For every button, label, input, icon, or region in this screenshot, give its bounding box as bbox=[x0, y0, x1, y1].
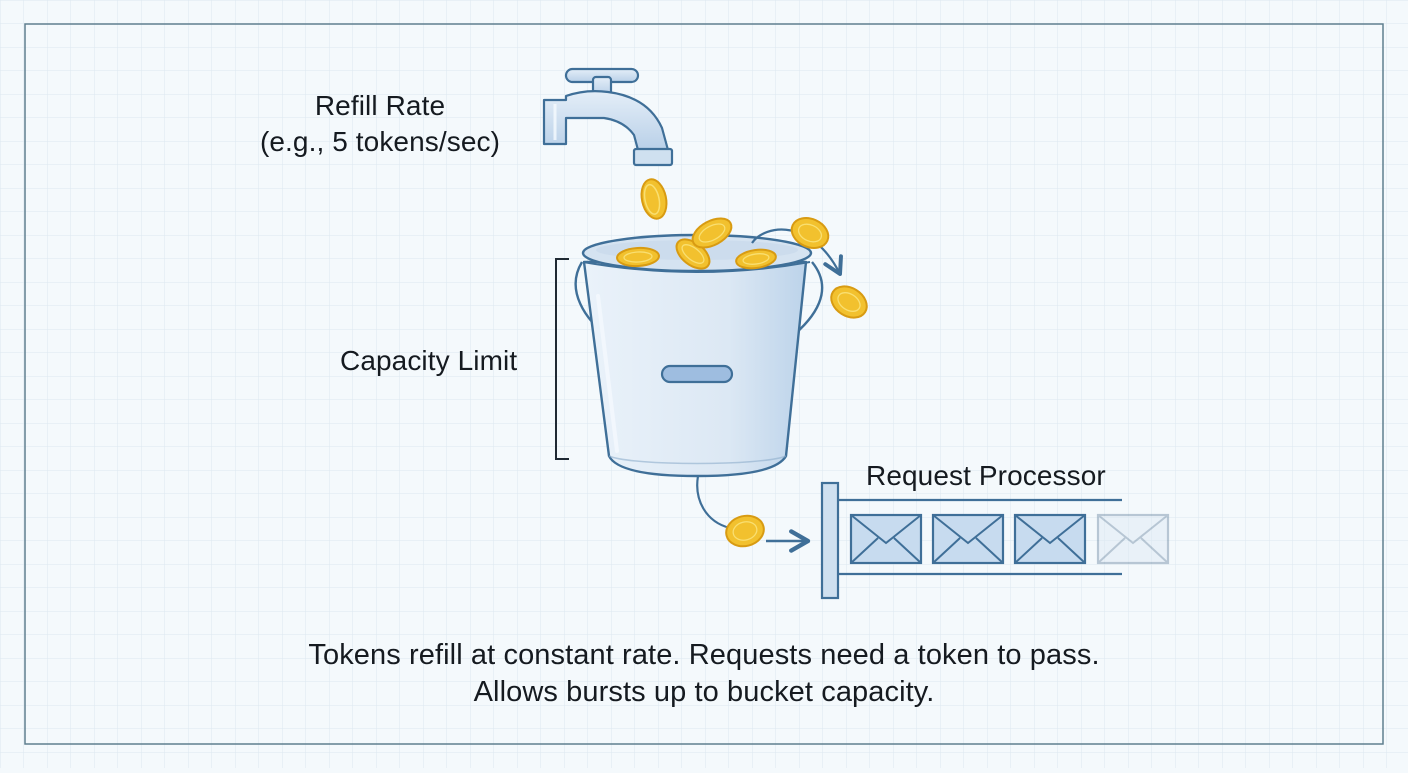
processor-gate bbox=[820, 481, 840, 600]
envelope-icon bbox=[931, 513, 1005, 565]
refill-rate-title: Refill Rate bbox=[314, 90, 446, 121]
faded-envelope-icon bbox=[1096, 513, 1170, 565]
faucet-icon bbox=[542, 67, 674, 167]
falling-coin-icon bbox=[640, 178, 668, 220]
capacity-bracket bbox=[555, 258, 569, 460]
envelope-icon bbox=[1013, 513, 1087, 565]
bucket-coins-group bbox=[616, 217, 777, 270]
bucket-icon bbox=[574, 233, 824, 478]
overflow-coin-icon bbox=[830, 285, 868, 319]
token-flow-path bbox=[696, 475, 731, 530]
coin-icon bbox=[616, 246, 660, 268]
coin-icon bbox=[691, 217, 733, 249]
diagram-caption: Tokens refill at constant rate. Requests… bbox=[210, 637, 1198, 711]
diagram-frame bbox=[24, 23, 1384, 745]
coin-icon bbox=[735, 248, 777, 270]
envelope-icon bbox=[849, 513, 923, 565]
request-processor bbox=[820, 481, 1170, 600]
caption-line-2: Allows bursts up to bucket capacity. bbox=[473, 676, 935, 708]
output-coin-icon bbox=[725, 514, 765, 548]
bucket-handle-grip bbox=[660, 364, 734, 384]
refill-rate-label: Refill Rate (e.g., 5 tokens/sec) bbox=[230, 88, 530, 160]
capacity-limit-label: Capacity Limit bbox=[340, 345, 518, 376]
refill-rate-example: (e.g., 5 tokens/sec) bbox=[259, 126, 501, 157]
request-processor-label: Request Processor bbox=[866, 460, 1106, 491]
caption-line-1: Tokens refill at constant rate. Requests… bbox=[308, 639, 1100, 671]
overflow-coin-icon bbox=[790, 217, 830, 249]
overflow-arrow bbox=[751, 228, 843, 276]
